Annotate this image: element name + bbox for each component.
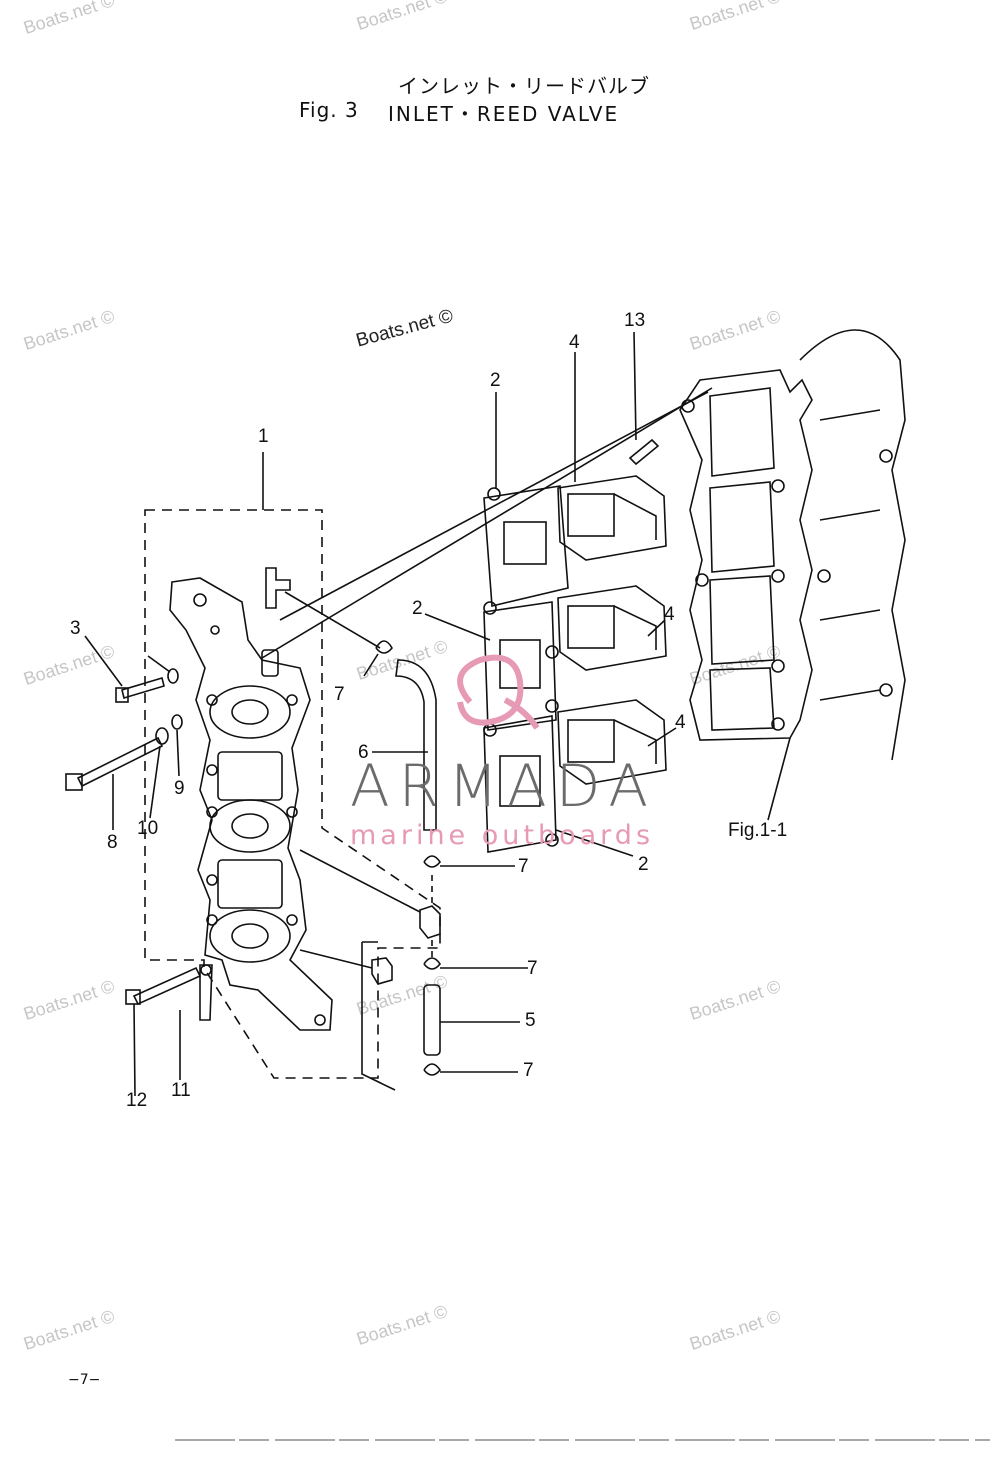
crankcase-outline (679, 329, 906, 761)
washer (171, 714, 183, 730)
hose-nipple (265, 567, 291, 609)
hose-short (423, 984, 441, 1056)
callout-number: 2 (412, 598, 423, 619)
callout-number: 2 (638, 854, 649, 875)
leader-line (647, 619, 666, 637)
callout-number: 7 (523, 1060, 534, 1081)
alignment-line (279, 391, 709, 621)
bracket-line (361, 941, 396, 1091)
hose-clip (423, 957, 441, 970)
brand-watermark: ARMADA (350, 752, 658, 820)
reed-gasket (483, 485, 569, 607)
inlet-manifold (169, 577, 333, 1031)
reed-valve-assembly (557, 585, 667, 671)
brand-subtitle: marine outboards (350, 820, 655, 851)
leader-line (647, 727, 677, 747)
leader-line (363, 653, 379, 677)
page-number: −7− (68, 1372, 101, 1388)
leader-line (633, 331, 637, 441)
callout-number: 4 (664, 604, 675, 625)
bolt-head (115, 687, 129, 703)
hose-clip (423, 855, 441, 868)
reed-valve-assembly (557, 475, 667, 561)
callout-number: 6 (358, 742, 369, 763)
callout-number: 7 (334, 684, 345, 705)
washer (155, 727, 169, 745)
leader-line (133, 1003, 136, 1097)
callout-number: 7 (518, 856, 529, 877)
callout-number: 1 (258, 426, 269, 447)
title-japanese: インレット・リードバルブ (398, 74, 650, 98)
callout-number: 12 (126, 1090, 148, 1111)
callout-number: 7 (527, 958, 538, 979)
figure-number: Fig. 3 (299, 98, 359, 122)
leader-line (149, 745, 161, 819)
alignment-line (261, 387, 713, 659)
bolt (121, 676, 165, 700)
bolt-head (65, 773, 83, 791)
leader-line (555, 829, 634, 857)
assembly-bracket (144, 509, 441, 1079)
bolt (132, 966, 202, 1006)
leader-line (767, 737, 791, 821)
leader-line (424, 613, 491, 641)
washer (167, 668, 179, 684)
hose-nipple (371, 957, 393, 985)
callout-number: 4 (675, 712, 686, 733)
figure-reference: Fig.1-1 (728, 820, 788, 841)
callout-number: 8 (107, 832, 118, 853)
hose-clip (375, 640, 393, 654)
bolt-head (125, 989, 141, 1005)
callout-number: 10 (137, 818, 159, 839)
leader-line (84, 635, 123, 687)
callout-number: 5 (525, 1010, 536, 1031)
callout-number: 4 (569, 332, 580, 353)
callout-number: 11 (171, 1080, 191, 1101)
figure-title: INLET・REED VALVE (388, 102, 620, 126)
hose-tee-fitting (419, 905, 441, 939)
callout-number: 3 (70, 618, 81, 639)
hose-clip (423, 1063, 441, 1076)
armada-logo-mark (457, 654, 540, 730)
leader-line (147, 655, 171, 673)
callout-number: 9 (174, 778, 185, 799)
leader-line (176, 729, 180, 777)
hose (395, 659, 437, 831)
callout-number: 2 (490, 370, 501, 391)
callout-number: 13 (624, 310, 646, 331)
screw (628, 438, 660, 466)
long-bolt (76, 736, 164, 788)
